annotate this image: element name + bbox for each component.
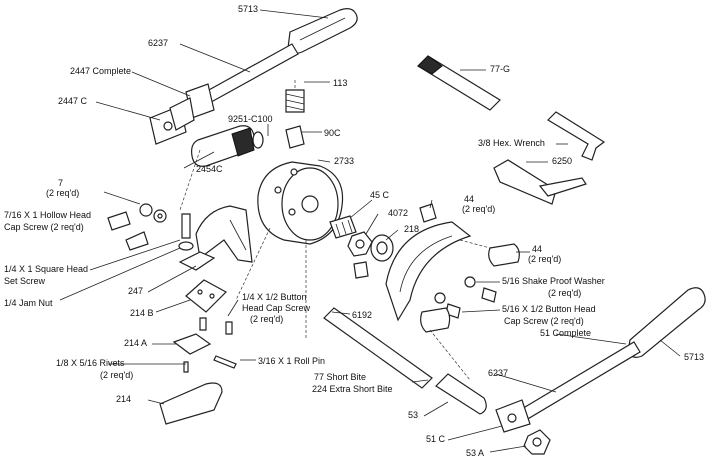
label-18-rivets-req: (2 req'd): [100, 370, 133, 380]
bracket-247: [178, 205, 253, 271]
bottom-tube-6237: [519, 341, 641, 421]
label-2733: 2733: [334, 156, 354, 166]
label-44-top-req: (2 req'd): [462, 204, 495, 214]
washer-218: [370, 234, 394, 262]
bar-77g: [417, 55, 501, 111]
cylinder-2454c: [191, 125, 264, 167]
label-2447-complete: 2447 Complete: [70, 66, 131, 76]
bottom-handle-5713: [627, 287, 706, 358]
label-2454c: 2454C: [196, 164, 223, 174]
label-224-extra-short: 224 Extra Short Bite: [312, 384, 393, 394]
label-218: 218: [404, 224, 419, 234]
clip-6250: [493, 159, 587, 205]
label-77g: 77-G: [490, 64, 510, 74]
button-screws-small: [199, 317, 233, 335]
label-6250: 6250: [552, 156, 572, 166]
part-214: [159, 382, 223, 425]
label-516-shake-a: 5/16 Shake Proof Washer: [502, 276, 605, 286]
label-516-shake-b: (2 req'd): [548, 288, 581, 298]
label-716-hollow: 7/16 X 1 Hollow Head: [4, 210, 91, 220]
top-handle-5713: [287, 8, 358, 54]
block-44-right: [488, 243, 520, 267]
screw-45c: [329, 215, 357, 239]
label-90c: 90C: [324, 128, 341, 138]
label-7-req: (2 req'd): [46, 188, 79, 198]
plate-214b: [185, 279, 227, 313]
label-316-roll-pin: 3/16 X 1 Roll Pin: [258, 356, 325, 366]
label-516-button-a: 5/16 X 1/2 Button Head: [502, 304, 596, 314]
label-14-square-head: 1/4 X 1 Square Head: [4, 264, 88, 274]
hex-wrench: [547, 111, 606, 161]
label-14-button-b: Head Cap Screw: [242, 303, 311, 313]
label-44-right-req: (2 req'd): [528, 254, 561, 264]
hollow-screws: [107, 203, 167, 251]
label-214b: 214 B: [130, 308, 154, 318]
plate-214a: [172, 333, 212, 355]
label-45c: 45 C: [370, 190, 390, 200]
nut-4072: [347, 231, 373, 257]
top-clevis-2447: [149, 83, 215, 145]
block-90c: [285, 125, 305, 149]
small-block-left: [353, 261, 369, 279]
label-9251-c100: 9251-C100: [228, 114, 273, 124]
label-214: 214: [116, 394, 131, 404]
construction-lines: [179, 149, 491, 381]
label-77-short-bite: 77 Short Bite: [314, 372, 366, 382]
label-51-complete: 51 Complete: [540, 328, 591, 338]
label-6237-bottom: 6237: [488, 368, 508, 378]
main-body-2733: [257, 161, 344, 245]
label-214a: 214 A: [124, 338, 147, 348]
label-2447-c: 2447 C: [58, 96, 88, 106]
label-6192: 6192: [352, 310, 372, 320]
label-6237-top: 6237: [148, 38, 168, 48]
label-7: 7: [58, 178, 63, 188]
nut-53a: [523, 429, 551, 455]
label-53a: 53 A: [466, 448, 484, 458]
spring-113: [285, 80, 305, 113]
label-jam-nut: 1/4 Jam Nut: [4, 298, 53, 308]
label-5713-bottom: 5713: [684, 352, 704, 362]
part-labels: 5713 6237 2447 Complete 2447 C 113 9251-…: [4, 4, 704, 458]
label-18-rivets: 1/8 X 5/16 Rivets: [56, 358, 125, 368]
block-44-top: [419, 203, 437, 223]
label-set-screw: Set Screw: [4, 276, 46, 286]
label-516-button-b: Cap Screw (2 req'd): [504, 316, 584, 326]
label-51c: 51 C: [426, 434, 446, 444]
label-44-top: 44: [464, 194, 474, 204]
label-hex-wrench: 3/8 Hex. Wrench: [478, 138, 545, 148]
shake-washers: [434, 276, 497, 319]
set-screw-jam-nut: [178, 213, 194, 251]
label-53: 53: [408, 410, 418, 420]
clevis-51c: [495, 399, 531, 433]
label-247: 247: [128, 286, 143, 296]
top-tube-6237: [197, 43, 299, 107]
label-4072: 4072: [388, 208, 408, 218]
label-14-button-a: 1/4 X 1/2 Button: [242, 292, 307, 302]
block-44-lower: [420, 307, 451, 333]
arc-plate-6192: [385, 221, 472, 322]
long-bar: [323, 307, 433, 389]
label-14-button-c: (2 req'd): [250, 314, 283, 324]
cone-53: [435, 373, 487, 415]
label-44-right: 44: [532, 244, 542, 254]
rivets: [183, 361, 189, 373]
leader-lines: [59, 9, 681, 453]
label-113: 113: [333, 78, 347, 88]
roll-pin: [213, 355, 237, 369]
label-5713-top: 5713: [238, 4, 258, 14]
label-716-cap: Cap Screw (2 req'd): [4, 222, 84, 232]
